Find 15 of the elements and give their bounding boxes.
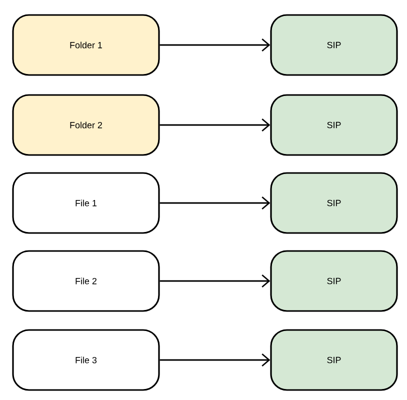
arrow — [160, 353, 270, 367]
process-box: SIP — [270, 14, 398, 76]
process-box: SIP — [270, 250, 398, 312]
process-box: Folder 2 — [12, 94, 160, 156]
process-box: Folder 1 — [12, 14, 160, 76]
process-box: SIP — [270, 172, 398, 234]
process-box: SIP — [270, 94, 398, 156]
process-box: SIP — [270, 329, 398, 391]
arrow — [160, 274, 270, 288]
process-box: File 3 — [12, 329, 160, 391]
arrow — [160, 196, 270, 210]
process-box: File 2 — [12, 250, 160, 312]
process-box: File 1 — [12, 172, 160, 234]
arrow — [160, 38, 270, 52]
arrow — [160, 118, 270, 132]
